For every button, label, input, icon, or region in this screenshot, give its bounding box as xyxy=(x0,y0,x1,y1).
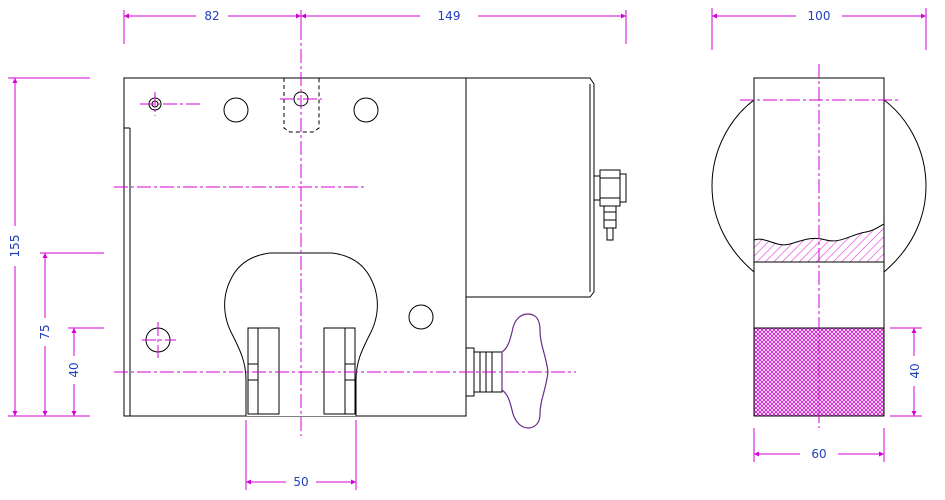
dim-75: 75 xyxy=(38,324,52,339)
dim-100: 100 xyxy=(808,9,831,23)
hole-top-right xyxy=(353,97,379,123)
side-dimensions: 100 60 40 xyxy=(711,8,927,462)
front-dimensions: 82 149 155 75 40 50 xyxy=(8,9,627,490)
clamp-knob xyxy=(465,313,549,429)
motor-housing xyxy=(466,77,595,298)
dim-155: 155 xyxy=(8,235,22,258)
dim-40-left: 40 xyxy=(67,362,81,377)
hole-lower-right xyxy=(408,304,434,330)
dim-40-right: 40 xyxy=(908,363,922,378)
dim-82: 82 xyxy=(204,9,219,23)
front-view xyxy=(114,26,627,436)
side-view xyxy=(711,64,927,428)
left-jaw xyxy=(247,327,280,415)
dim-149: 149 xyxy=(438,9,461,23)
dim-60: 60 xyxy=(811,447,826,461)
dim-50: 50 xyxy=(293,475,308,489)
hole-top-left xyxy=(223,97,249,123)
right-jaw xyxy=(323,327,356,415)
motor-circle xyxy=(711,99,755,273)
connector xyxy=(593,169,627,241)
